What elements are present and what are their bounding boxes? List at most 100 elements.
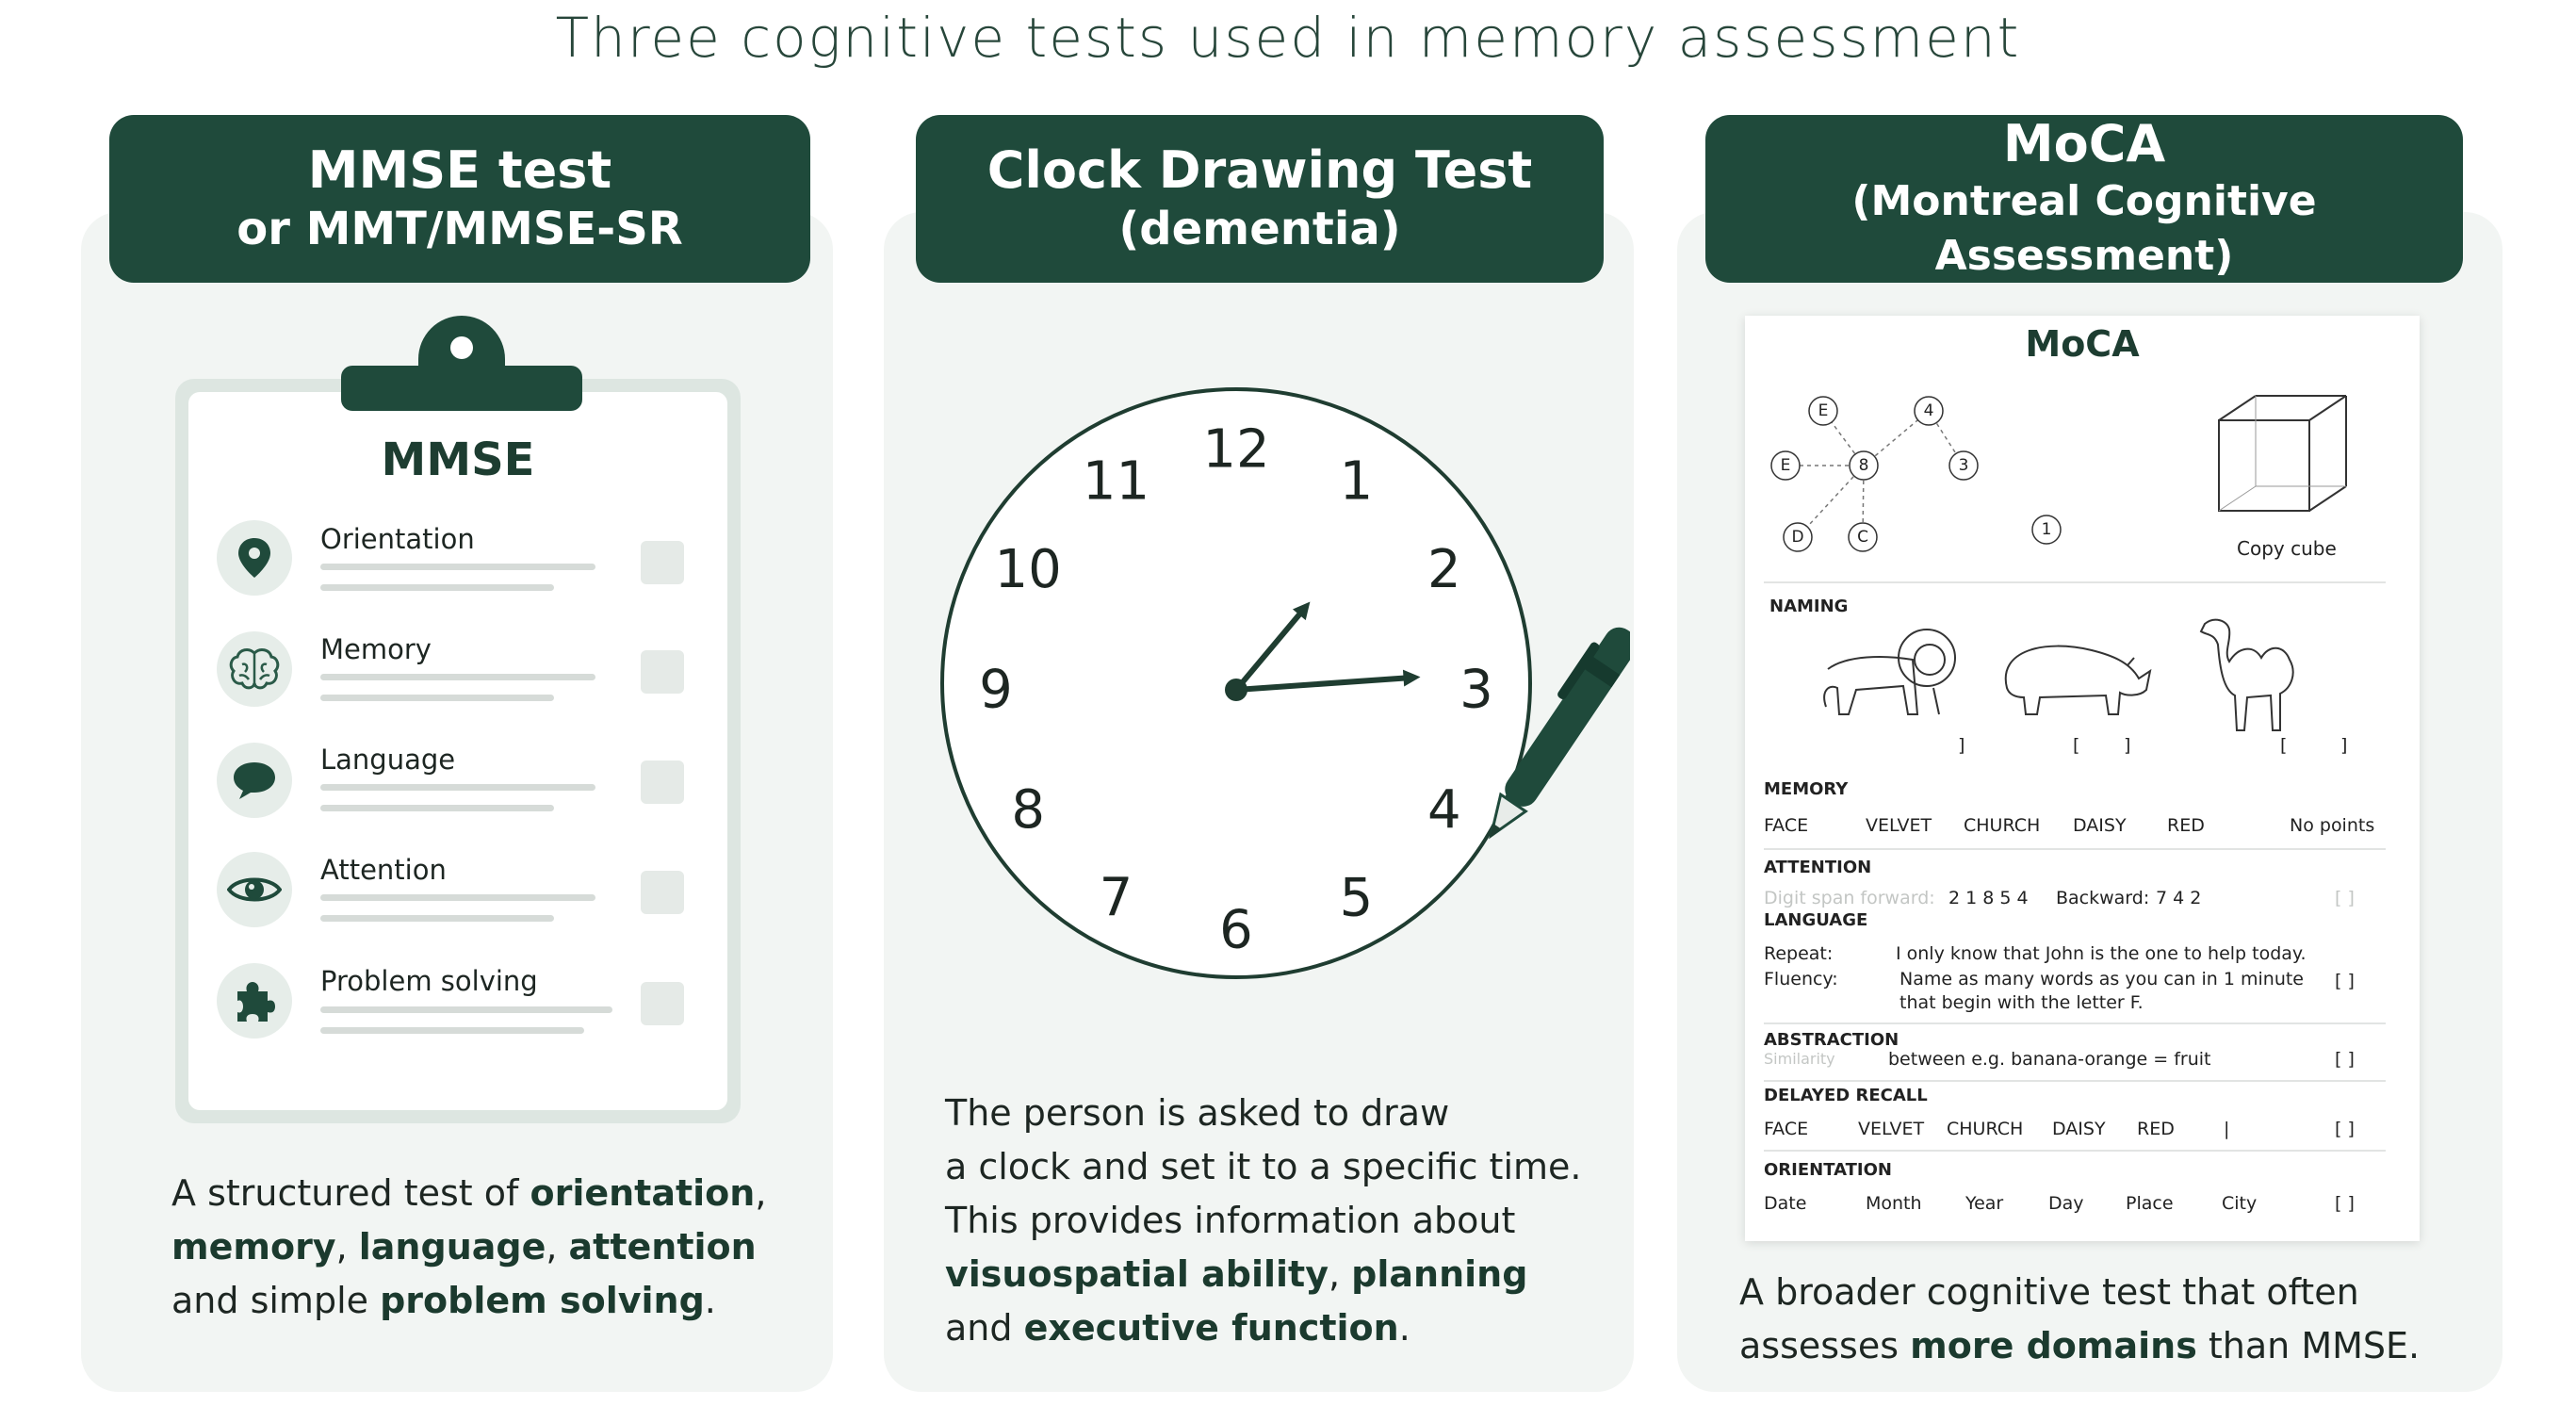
lion-icon	[1823, 629, 1956, 715]
moca-sheet-title: MoCA	[2025, 323, 2140, 365]
recall-word: RED	[2137, 1119, 2175, 1139]
page-title: Three cognitive tests used in memory ass…	[555, 6, 2021, 70]
no-points-label: No points	[2290, 815, 2375, 836]
mmse-description: A structured test of orientation, memory…	[171, 1172, 767, 1321]
minute-hand-arrow	[1402, 669, 1421, 687]
mmse-item-attention: Attention	[320, 854, 447, 886]
clock-number: 5	[1340, 867, 1374, 928]
orientation-item: Month	[1866, 1193, 1922, 1214]
speech-bubble-icon	[217, 743, 292, 818]
placeholder-line	[320, 915, 554, 922]
placeholder-line	[320, 784, 595, 791]
moca-header-line2: (Montreal Cognitive Assessment)	[1851, 177, 2317, 280]
trail-node: E	[1781, 456, 1791, 475]
trail-node: 4	[1924, 401, 1934, 420]
clock-number: 12	[1202, 419, 1269, 481]
divider	[1764, 581, 2386, 583]
hour-hand	[1233, 612, 1302, 693]
eye-icon	[217, 852, 292, 927]
placeholder-line	[320, 584, 554, 591]
divider	[1764, 848, 2386, 850]
recall-word: VELVET	[1858, 1119, 1925, 1139]
memory-word: VELVET	[1866, 815, 1932, 836]
divider	[1764, 1080, 2386, 1082]
recall-mark: |	[2224, 1119, 2230, 1139]
placeholder-line	[320, 695, 554, 701]
score-box	[641, 650, 684, 694]
mmse-item-orientation: Orientation	[320, 523, 475, 555]
digit-span-label: Digit span forward:	[1764, 888, 1935, 908]
brain-icon	[217, 631, 292, 707]
score-box	[641, 541, 684, 584]
trail-node: 1	[2042, 520, 2052, 539]
attention-heading: ATTENTION	[1764, 858, 1872, 877]
naming-bracket: ]	[2124, 735, 2131, 756]
memory-word: FACE	[1764, 815, 1809, 836]
fluency-text: Name as many words as you can in 1 minut…	[1899, 969, 2304, 990]
backward-digits: 7 4 2	[2156, 888, 2202, 908]
puzzle-icon	[217, 963, 292, 1039]
naming-animals	[1823, 618, 2294, 731]
trail-node: E	[1818, 401, 1829, 420]
mmse-header-line1: MMSE test	[307, 140, 612, 200]
orientation-item: Year	[1965, 1193, 2004, 1214]
language-heading: LANGUAGE	[1764, 910, 1868, 930]
repeat-text: I only know that John is the one to help…	[1896, 943, 2307, 964]
repeat-label: Repeat:	[1764, 943, 1834, 964]
placeholder-line	[320, 1027, 584, 1034]
divider	[1764, 1150, 2386, 1152]
score-bracket: [ ]	[2335, 1119, 2355, 1139]
moca-description: A broader cognitive test that often asse…	[1739, 1271, 2421, 1366]
clock-center	[1225, 679, 1247, 701]
pen-icon	[1489, 627, 1630, 840]
score-box	[641, 982, 684, 1025]
placeholder-line	[320, 1006, 612, 1013]
orientation-item: Day	[2048, 1193, 2084, 1214]
clock-number: 10	[995, 539, 1062, 600]
memory-word: DAISY	[2073, 815, 2127, 836]
moca-header-line1: MoCA	[2002, 114, 2166, 173]
clock-description: The person is asked to draw a clock and …	[945, 1092, 1582, 1349]
clipboard-clip-hole	[450, 336, 473, 359]
score-bracket: [ ]	[2335, 971, 2355, 991]
rhino-icon	[2004, 645, 2152, 715]
orientation-item: Place	[2126, 1193, 2174, 1214]
hour-hand-arrow	[1292, 601, 1311, 621]
similarity-label: Similarity	[1764, 1050, 1835, 1068]
clock-number: 8	[1011, 779, 1045, 841]
trail-node: 8	[1859, 456, 1869, 475]
clock-header-line2: (dementia)	[1118, 203, 1401, 255]
orientation-item: City	[2222, 1193, 2258, 1214]
clock-number: 3	[1459, 660, 1493, 721]
abstraction-text: between e.g. banana-orange = fruit	[1888, 1049, 2211, 1070]
naming-bracket: [	[2073, 735, 2080, 756]
moca-header: MoCA (Montreal Cognitive Assessment)	[1705, 114, 2463, 283]
memory-word: RED	[2167, 815, 2205, 836]
naming-heading: NAMING	[1769, 597, 1849, 616]
naming-bracket: ]	[2340, 735, 2348, 756]
mmse-item-memory: Memory	[320, 633, 432, 665]
placeholder-line	[320, 805, 554, 811]
recall-word: FACE	[1764, 1119, 1809, 1139]
clock-number: 11	[1083, 451, 1149, 513]
mmse-item-language: Language	[320, 744, 456, 776]
clipboard-clip-base	[341, 366, 582, 411]
minute-hand	[1233, 675, 1407, 693]
clipboard-title: MMSE	[381, 433, 535, 486]
cube-icon	[2218, 395, 2347, 512]
delayed-recall-heading: DELAYED RECALL	[1764, 1086, 1928, 1105]
trail-node: 3	[1959, 456, 1969, 475]
divider	[1764, 1022, 2386, 1024]
recall-word: DAISY	[2052, 1119, 2106, 1139]
clock-number: 4	[1427, 779, 1461, 841]
backward-label: Backward:	[2056, 888, 2150, 908]
orientation-item: Date	[1764, 1193, 1807, 1214]
placeholder-line	[320, 564, 595, 570]
clock-number: 2	[1427, 539, 1461, 600]
fluency-text: that begin with the letter F.	[1899, 992, 2144, 1013]
fluency-label: Fluency:	[1764, 969, 1838, 990]
clock-number: 9	[979, 660, 1013, 721]
orientation-heading: ORIENTATION	[1764, 1160, 1892, 1180]
copy-cube-label: Copy cube	[2237, 537, 2337, 560]
